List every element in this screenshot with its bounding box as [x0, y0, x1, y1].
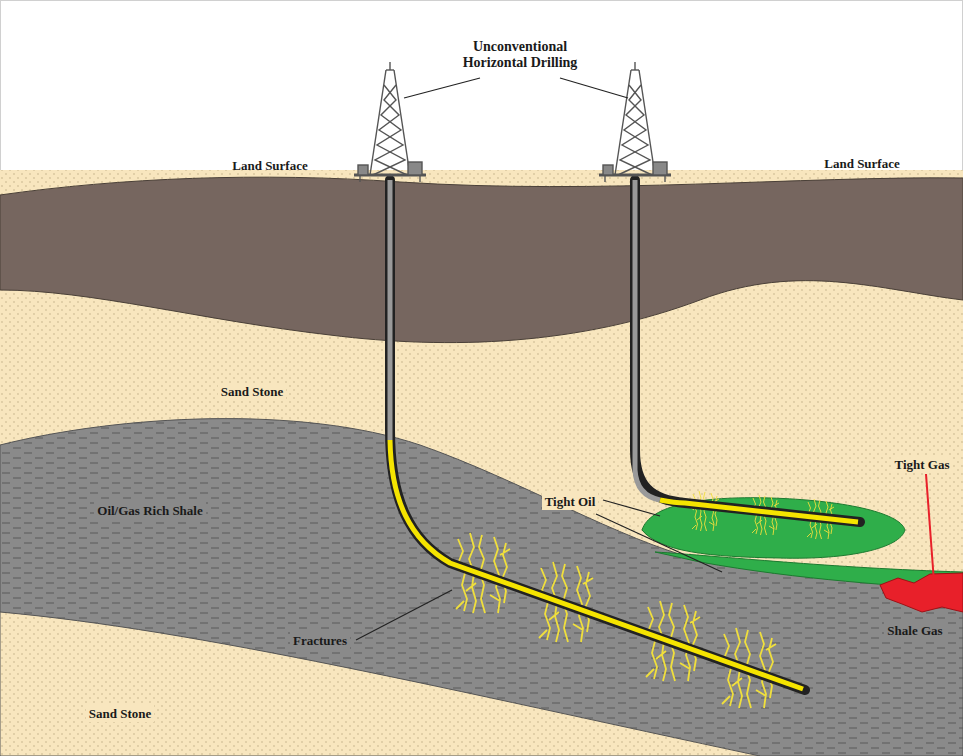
callout-label: Sand Stone: [86, 705, 155, 722]
callout-label: Sand Stone: [218, 383, 287, 400]
overburden-layer: [0, 177, 963, 342]
callout-label: Oil/Gas Rich Shale: [94, 502, 205, 519]
shale-layer: [0, 419, 963, 756]
callout-label: Land Surface: [821, 155, 902, 172]
tight-gas-pocket: [880, 573, 963, 612]
drilling-rig: [354, 62, 426, 182]
callout-label: Shale Gas: [884, 622, 945, 639]
horizontal-well: [635, 180, 860, 522]
horizontal-well: [390, 180, 805, 690]
drilling-rig: [599, 62, 671, 182]
callout-label: Land Surface: [229, 157, 310, 174]
tight-gas-leader: [926, 474, 934, 582]
leader-lines: [356, 78, 722, 640]
callout-label: Tight Gas: [891, 456, 952, 473]
callout-label: Tight Oil: [542, 493, 599, 510]
callout-label: Fractures: [290, 632, 350, 649]
callout-label: Unconventional Horizontal Drilling: [442, 38, 598, 72]
sandstone-layer: [0, 170, 963, 756]
